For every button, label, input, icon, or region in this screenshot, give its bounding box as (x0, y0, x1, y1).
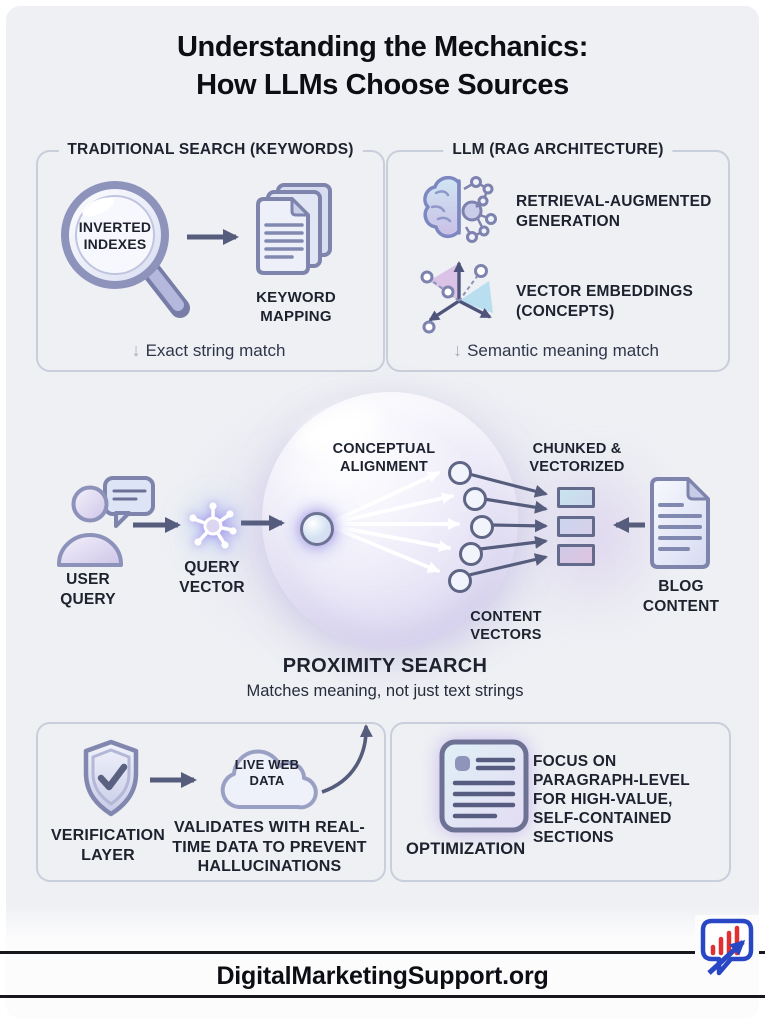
chunked-vectorized-label: CHUNKED & VECTORIZED (529, 441, 625, 475)
panel-traditional-search: TRADITIONAL SEARCH (KEYWORDS) (36, 141, 385, 372)
content-vector-node (448, 461, 472, 485)
content-vector-node (470, 515, 494, 539)
content-vector-node (459, 542, 483, 566)
panel-rag-header: LLM (RAG ARCHITECTURE) (443, 141, 673, 159)
footer-band (6, 905, 759, 1018)
user-query-label: USER QUERY (60, 571, 116, 608)
brand-logo (695, 915, 759, 983)
page-title: Understanding the Mechanics: How LLMs Ch… (177, 31, 588, 101)
query-vector-label: QUERY VECTOR (179, 559, 245, 596)
brain-network-icon (423, 175, 497, 243)
blog-document-icon (650, 477, 710, 569)
proximity-search-title: PROXIMITY SEARCH (282, 655, 488, 677)
exact-string-caption: ↓Exact string match (131, 340, 286, 360)
verification-layer-label: VERIFICATION LAYER (50, 827, 166, 864)
conceptual-alignment-label: CONCEPTUAL ALIGNMENT (332, 441, 436, 475)
footer-rule-bottom (0, 995, 765, 998)
magnifier-icon (61, 181, 190, 318)
vector-axes-icon (420, 261, 493, 334)
live-web-data-label: LIVE WEB DATA (234, 757, 300, 788)
semantic-caption: ↓Semantic meaning match (453, 340, 659, 360)
retrieval-augmented-label: RETRIEVAL-AUGMENTED GENERATION (516, 193, 712, 230)
blog-content-label: BLOG CONTENT (642, 578, 720, 615)
down-arrow-icon: ↓ (453, 340, 463, 360)
keyword-mapping-label: KEYWORD MAPPING (256, 289, 336, 325)
focus-description: FOCUS ON PARAGRAPH-LEVEL FOR HIGH-VALUE,… (533, 753, 690, 846)
shield-check-icon (83, 739, 139, 817)
footer-rule-top (0, 951, 696, 954)
down-arrow-icon: ↓ (131, 340, 141, 360)
optimization-label: OPTIMIZATION (406, 840, 526, 858)
validates-description: VALIDATES WITH REAL- TIME DATA TO PREVEN… (172, 819, 367, 875)
panel-verification (36, 722, 386, 882)
content-vectors-label: CONTENT VECTORS (470, 609, 542, 643)
proximity-search-subtitle: Matches meaning, not just text strings (246, 682, 524, 700)
panel-rag-architecture: LLM (RAG ARCHITECTURE) (386, 141, 730, 372)
query-node (300, 512, 334, 546)
document-stack-icon (256, 183, 332, 275)
inverted-indexes-label: INVERTED INDEXES (78, 219, 152, 252)
content-vector-node (463, 487, 487, 511)
chunk-block (557, 487, 595, 508)
query-vector-icon (189, 502, 237, 549)
footer-rule-top (757, 951, 765, 954)
user-icon (57, 476, 155, 567)
chunk-block (557, 544, 595, 566)
optimization-card-icon (439, 739, 529, 833)
chunk-stack (557, 487, 595, 566)
footer-site-name: DigitalMarketingSupport.org (216, 962, 549, 990)
panel-traditional-header: TRADITIONAL SEARCH (KEYWORDS) (58, 141, 363, 159)
panel-optimization (390, 722, 731, 882)
content-vector-node (448, 569, 472, 593)
vector-embeddings-label: VECTOR EMBEDDINGS (CONCEPTS) (516, 283, 694, 320)
chunk-block (557, 516, 595, 537)
cloud-icon (220, 749, 318, 810)
